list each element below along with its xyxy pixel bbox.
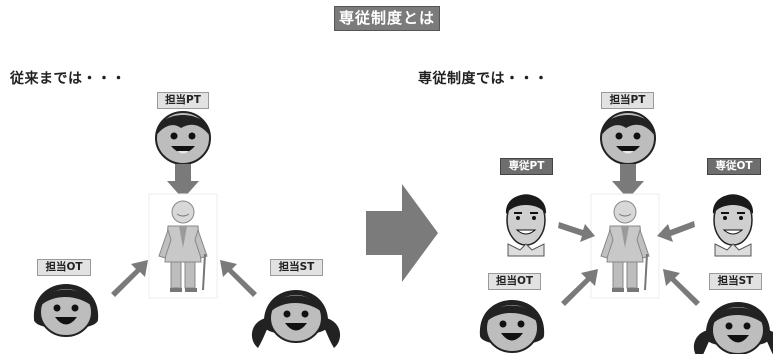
transition-arrow bbox=[366, 184, 438, 282]
left-ot-label: 担当OT bbox=[37, 259, 91, 276]
left-pt-face-icon bbox=[154, 111, 212, 165]
right-dedicated-ot-icon bbox=[711, 193, 755, 257]
left-pt-arrow bbox=[167, 164, 199, 199]
right-st-face-icon bbox=[694, 302, 773, 354]
right-ot-face-icon bbox=[478, 299, 546, 353]
left-st-label: 担当ST bbox=[270, 259, 323, 276]
right-dedicated-pt-arrow bbox=[558, 222, 595, 242]
left-ot-face-icon bbox=[32, 283, 100, 337]
right-patient-icon bbox=[590, 193, 660, 299]
right-ot-arrow bbox=[561, 269, 598, 306]
left-st-arrow bbox=[220, 260, 257, 297]
right-st-arrow bbox=[663, 269, 700, 306]
page-title: 専従制度とは bbox=[334, 6, 440, 31]
right-pt-arrow bbox=[612, 164, 644, 199]
right-section-heading: 専従制度では・・・ bbox=[418, 71, 549, 87]
left-section-heading: 従来までは・・・ bbox=[10, 71, 126, 87]
left-ot-arrow bbox=[111, 260, 148, 297]
right-dedicated-ot-label: 専従OT bbox=[707, 158, 761, 175]
left-patient-icon bbox=[148, 193, 218, 299]
right-pt-label: 担当PT bbox=[601, 92, 654, 109]
right-st-label: 担当ST bbox=[709, 273, 762, 290]
left-st-face-icon bbox=[252, 290, 340, 348]
right-dedicated-pt-icon bbox=[504, 193, 548, 257]
right-dedicated-pt-label: 専従PT bbox=[500, 158, 553, 175]
left-pt-label: 担当PT bbox=[157, 92, 209, 109]
right-dedicated-ot-arrow bbox=[657, 221, 695, 242]
right-ot-label: 担当OT bbox=[488, 273, 541, 290]
right-pt-face-icon bbox=[599, 111, 657, 165]
